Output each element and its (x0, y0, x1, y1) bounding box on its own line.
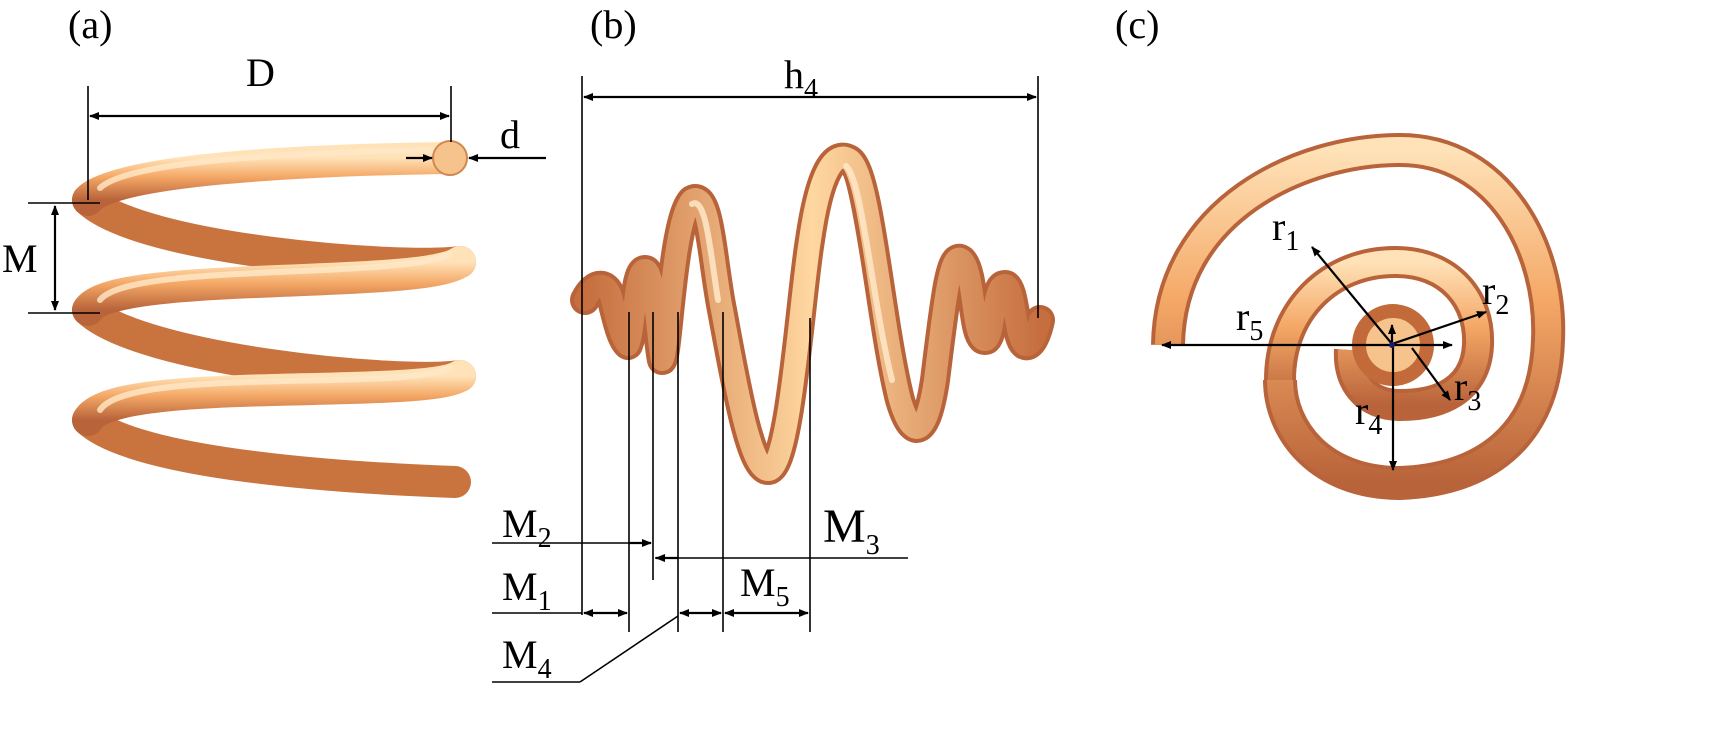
panel-a: (a) D d M (2, 2, 546, 498)
pitch-label: M (2, 236, 38, 281)
r4-label: r4 (1355, 388, 1382, 441)
panel-a-tag: (a) (68, 2, 112, 47)
m2-label: M2 (502, 501, 552, 554)
spiral-center-point (1389, 342, 1395, 348)
panel-b-tag: (b) (590, 2, 637, 47)
h4-label: h4 (784, 52, 818, 105)
panel-b: (b) h4 M2 M3 M1 M4 (492, 2, 1055, 685)
panel-c: (c) r1 r2 r3 r4 r5 (1115, 2, 1566, 501)
variable-pitch-spring-coil (570, 142, 1055, 485)
m5-label: M5 (740, 560, 790, 613)
spiral-spring-coil (1151, 132, 1566, 501)
r3-label: r3 (1454, 364, 1481, 417)
r3-line (1411, 347, 1451, 401)
r1-label: r1 (1272, 204, 1299, 257)
wire-end-section (432, 140, 468, 176)
m4-leader-diagonal (579, 615, 679, 683)
r1-line (1311, 246, 1393, 345)
wire-diameter-label: d (500, 112, 520, 157)
diameter-label: D (246, 50, 275, 95)
panel-c-tag: (c) (1115, 2, 1159, 47)
m4-label: M4 (502, 632, 552, 685)
r2-label: r2 (1482, 268, 1509, 321)
r5-label: r5 (1236, 294, 1263, 347)
m1-label: M1 (502, 564, 552, 617)
r2-line (1391, 310, 1487, 346)
helical-spring-coil (72, 142, 476, 498)
m3-label: M3 (823, 500, 880, 561)
